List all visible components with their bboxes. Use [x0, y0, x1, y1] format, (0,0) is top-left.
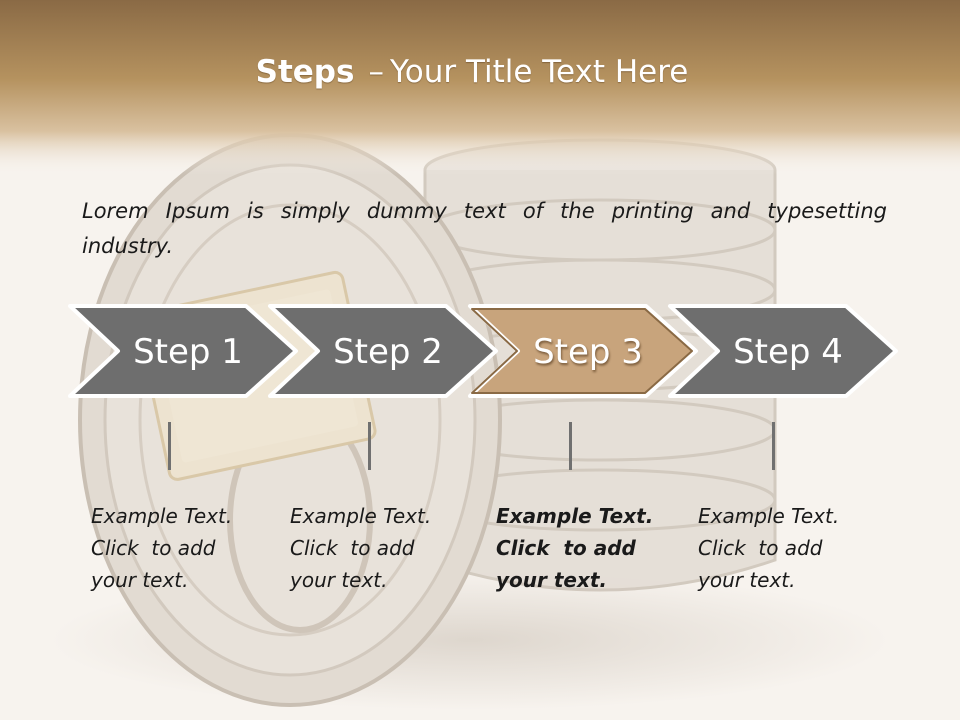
- step-4-desc-line: Example Text.: [698, 504, 840, 528]
- step-3-desc-line: Example Text.: [496, 504, 654, 528]
- step-2-label: Step 2: [333, 332, 443, 372]
- slide-title[interactable]: Steps–Your Title Text Here: [0, 54, 944, 90]
- step-3-connector-line: [569, 422, 572, 470]
- step-2-description[interactable]: Example Text. Click to add your text.: [290, 500, 480, 596]
- step-4-label: Step 4: [733, 332, 843, 372]
- step-4-desc-line: your text.: [698, 568, 796, 592]
- title-rest-part: Your Title Text Here: [389, 54, 689, 90]
- step-1-desc-line: Click to add: [91, 536, 216, 560]
- intro-text-box[interactable]: Lorem Ipsum is simply dummy text of the …: [82, 199, 887, 258]
- step-4-chevron[interactable]: [668, 304, 898, 398]
- step-1-connector-line: [168, 422, 171, 470]
- step-2-chevron[interactable]: [268, 304, 498, 398]
- step-1-description[interactable]: Example Text. Click to add your text.: [91, 500, 281, 596]
- step-1-desc-line: your text.: [91, 568, 189, 592]
- step-2-desc-line: your text.: [290, 568, 388, 592]
- step-4-description[interactable]: Example Text. Click to add your text.: [698, 500, 888, 596]
- step-2-desc-line: Example Text.: [290, 504, 432, 528]
- step-2-desc-line: Click to add: [290, 536, 415, 560]
- step-3-label: Step 3: [533, 332, 643, 372]
- step-3-desc-line: Click to add: [496, 536, 636, 560]
- title-bold-part: Steps: [255, 54, 355, 90]
- step-4-connector-line: [772, 422, 775, 470]
- title-separator: –: [368, 54, 384, 90]
- step-4-desc-line: Click to add: [698, 536, 823, 560]
- step-1-chevron[interactable]: [68, 304, 298, 398]
- step-3-chevron-border: [471, 308, 693, 394]
- step-3-desc-line: your text.: [496, 568, 608, 592]
- step-1-desc-line: Example Text.: [91, 504, 233, 528]
- step-3-description[interactable]: Example Text. Click to add your text.: [496, 500, 686, 596]
- step-1-label: Step 1: [133, 332, 243, 372]
- step-2-connector-line: [368, 422, 371, 470]
